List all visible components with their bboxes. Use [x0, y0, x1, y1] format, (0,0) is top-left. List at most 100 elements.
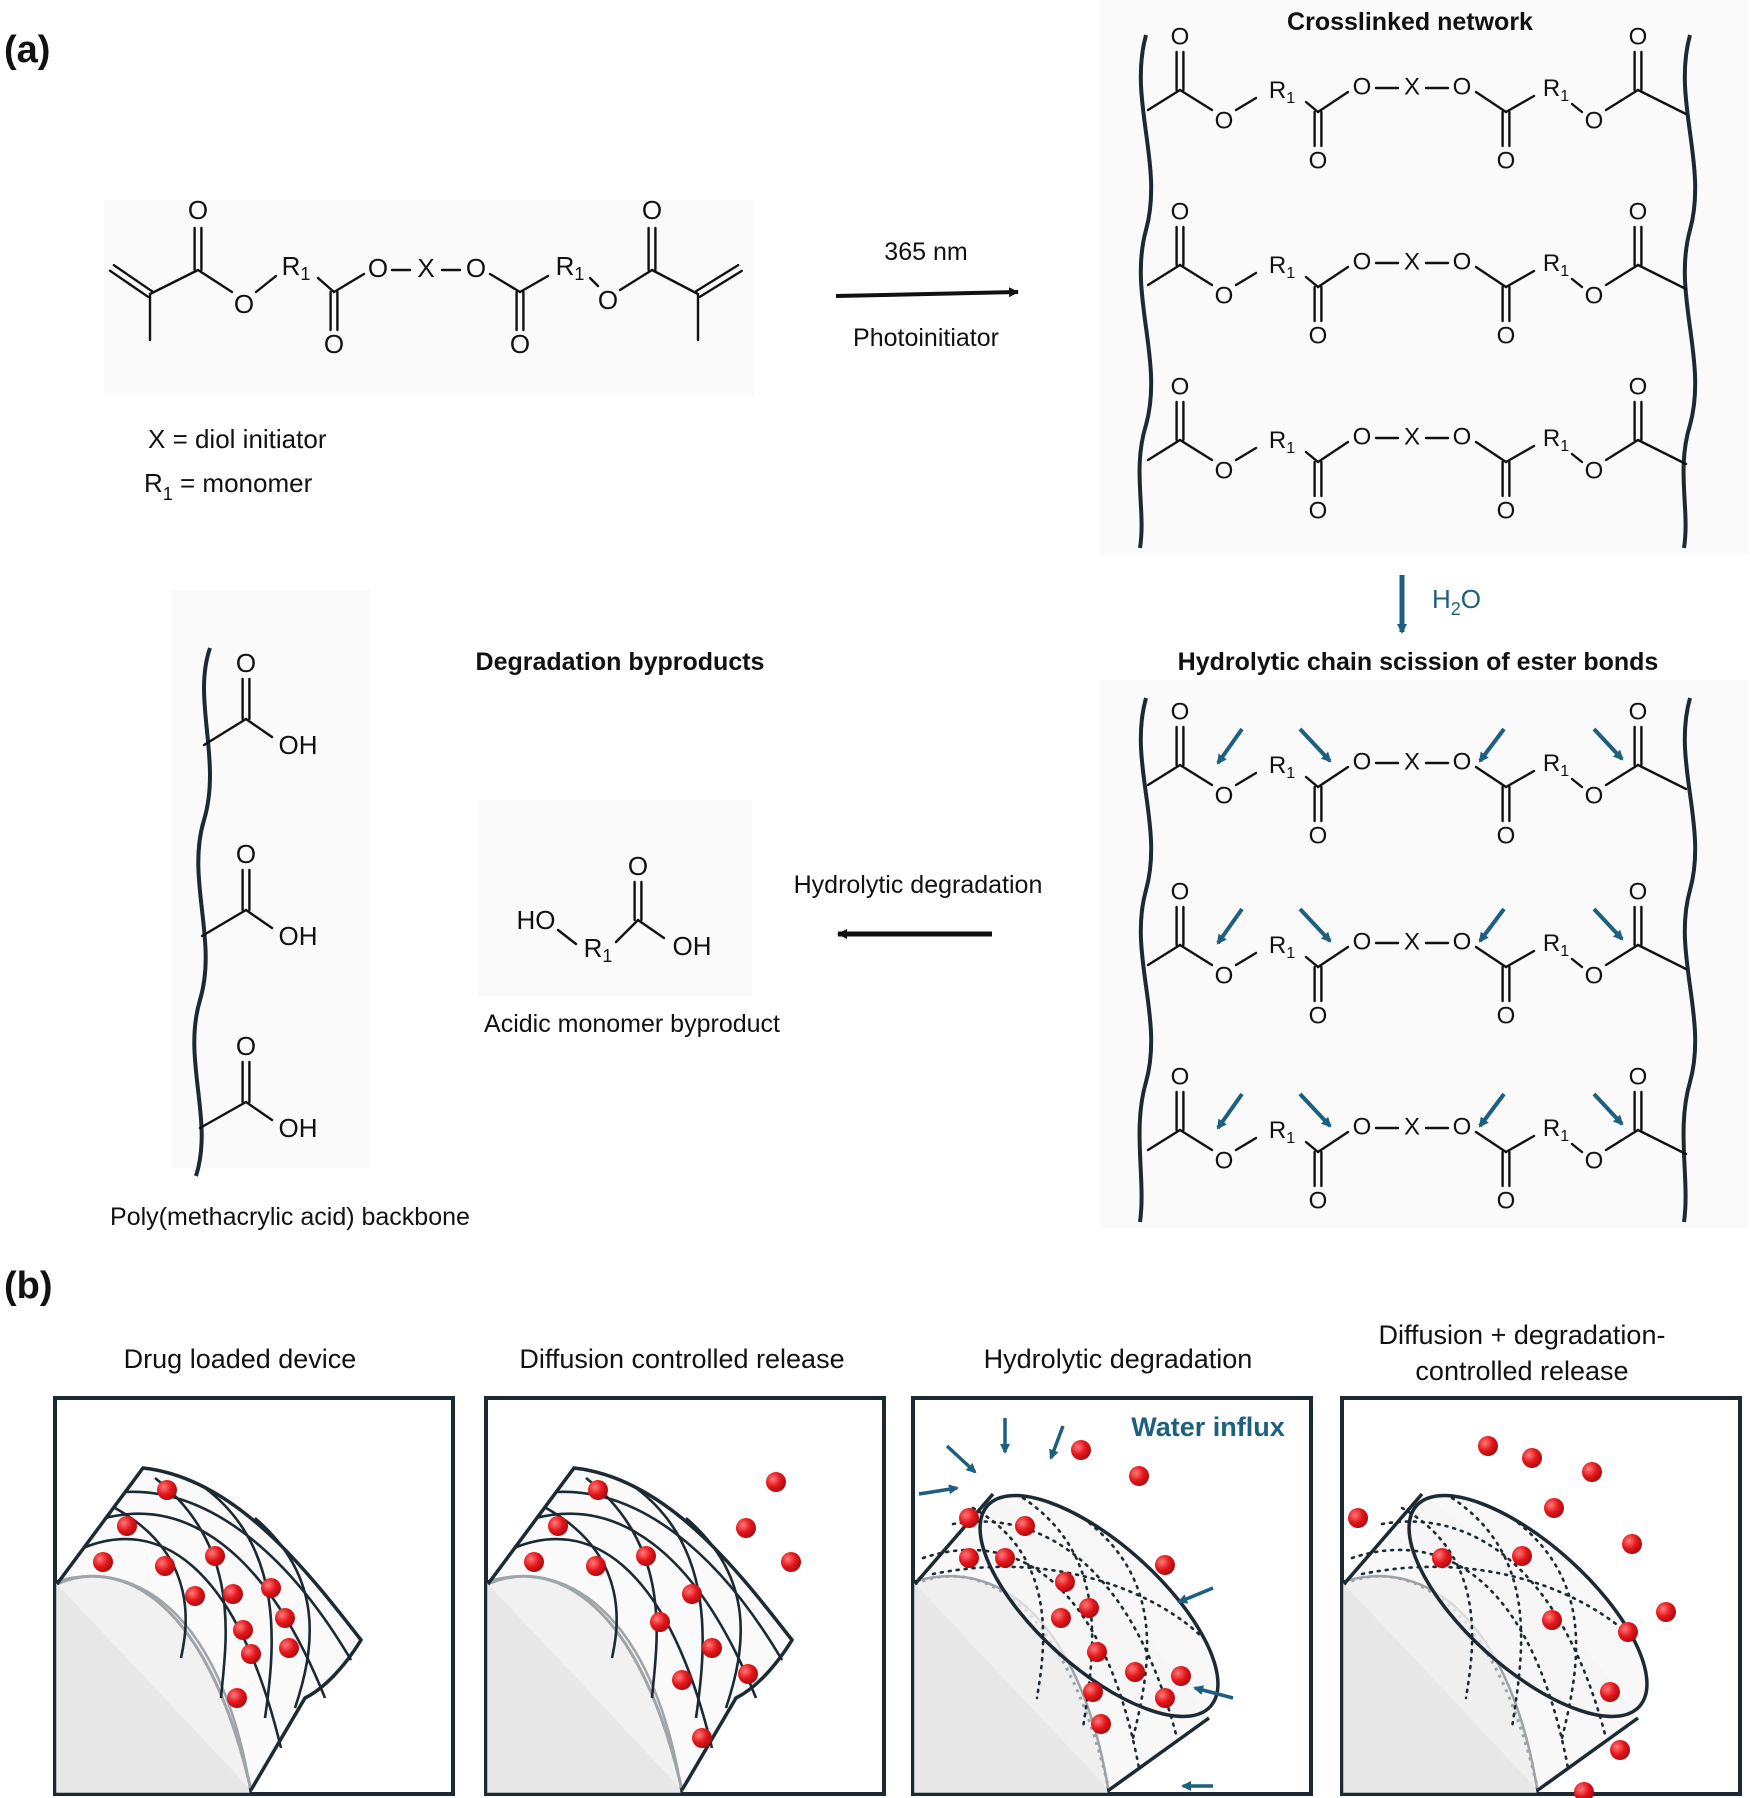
degrading-mesh-fiber — [1081, 1516, 1149, 1740]
oxygen-label: O — [1353, 748, 1372, 775]
drug-particle — [261, 1578, 281, 1598]
ester-bond — [1178, 88, 1214, 112]
oxygen-label: O — [1215, 1147, 1234, 1174]
backbone-bond — [1146, 1128, 1182, 1152]
oxygen-label: O — [1453, 928, 1472, 955]
bond — [488, 272, 522, 294]
drug-particle — [1600, 1682, 1620, 1702]
oxygen-label: O — [1215, 782, 1234, 809]
bond — [1570, 102, 1584, 114]
oxygen-label: O — [236, 839, 256, 869]
x-label: X — [1404, 73, 1420, 100]
device-edge — [1342, 1492, 1424, 1586]
panel-title-1: Drug loaded device — [124, 1344, 357, 1374]
hydrolysis-backbone-right — [1681, 697, 1698, 1223]
mesh-fiber — [114, 1506, 187, 1659]
water-attack-arrow — [1216, 907, 1244, 945]
bond — [254, 274, 278, 294]
backbone-background — [172, 590, 370, 1168]
drug-particle — [959, 1548, 979, 1568]
mesh-fiber — [555, 1490, 784, 1661]
x-label: X — [1404, 928, 1420, 955]
oxygen-label: O — [1353, 928, 1372, 955]
oxygen-label: O — [1585, 962, 1604, 989]
ester-bond — [1234, 951, 1258, 967]
device-edge — [1107, 1716, 1211, 1792]
ester-bond — [1604, 943, 1640, 967]
release-panel-2 — [484, 1396, 886, 1796]
water-attack-arrow — [1478, 1092, 1506, 1128]
water-attack-arrow — [1478, 907, 1506, 943]
oxygen-label: O — [1629, 23, 1648, 50]
bond — [1316, 440, 1350, 464]
ester-bond — [1178, 438, 1214, 462]
bond — [1316, 945, 1350, 969]
bond — [1570, 277, 1584, 289]
drug-particle — [1155, 1688, 1175, 1708]
water-attack-arrow — [1592, 907, 1624, 941]
panel-title-4-line2: controlled release — [1415, 1356, 1628, 1386]
ester-bond — [1604, 438, 1640, 462]
ester-bond — [1604, 263, 1640, 287]
drug-particle — [157, 1480, 177, 1500]
oxygen-label: O — [1585, 1147, 1604, 1174]
bond — [1316, 265, 1350, 289]
bond — [1504, 444, 1536, 464]
drug-particle — [1091, 1714, 1111, 1734]
degrading-mesh-fiber — [1350, 1548, 1570, 1770]
hydroxyl-label: OH — [279, 921, 318, 951]
oxygen-label: O — [466, 253, 486, 283]
backbone-bond — [1636, 763, 1688, 791]
drug-particle — [275, 1608, 295, 1628]
drug-particle — [1522, 1448, 1542, 1468]
oxygen-label: O — [1353, 423, 1372, 450]
drug-particle — [117, 1516, 137, 1536]
r1-label: R1 — [584, 933, 613, 966]
acidic-monomer-background — [478, 800, 752, 996]
ester-bond — [1234, 446, 1258, 462]
drug-particle — [588, 1480, 608, 1500]
r1-label: R1 — [282, 251, 311, 284]
drug-particle — [1574, 1782, 1594, 1798]
legend-r-line: R1 = monomer — [144, 468, 313, 504]
oxygen-label: O — [1353, 248, 1372, 275]
degrading-mesh-fiber — [921, 1548, 1141, 1770]
bond — [614, 918, 640, 944]
drug-particle — [1079, 1598, 1099, 1618]
oxygen-label: O — [1215, 107, 1234, 134]
vinyl-double-bond — [108, 269, 150, 299]
ester-bond — [1178, 1128, 1214, 1152]
mesh-fiber — [204, 1486, 273, 1719]
drug-particle — [1055, 1572, 1075, 1592]
oxygen-label: O — [1171, 373, 1190, 400]
ester-bond — [1234, 271, 1258, 287]
bond — [1316, 765, 1350, 789]
vinyl-double-bond — [695, 263, 740, 293]
oxygen-label: O — [1629, 198, 1648, 225]
bond — [1570, 777, 1584, 789]
oxygen-label: O — [1497, 497, 1516, 524]
oxygen-label: O — [1353, 73, 1372, 100]
drug-particle — [636, 1546, 656, 1566]
drug-particle — [1129, 1466, 1149, 1486]
oxygen-label: O — [1215, 457, 1234, 484]
oxygen-label: O — [1497, 1187, 1516, 1214]
device-opening — [1407, 1493, 1649, 1719]
arrow-wavelength-label: 365 nm — [884, 238, 967, 266]
oxygen-label: O — [236, 1031, 256, 1061]
bond — [332, 272, 366, 294]
water-attack-arrow — [1478, 727, 1506, 763]
device-edge — [1536, 1716, 1640, 1792]
oxygen-label: O — [1497, 1002, 1516, 1029]
r1-label: R1 — [1543, 75, 1569, 105]
water-attack-arrow — [1298, 1092, 1332, 1128]
oxygen-label: O — [368, 253, 388, 283]
hydroxyl-label: OH — [673, 931, 712, 961]
water-attack-arrow — [1216, 1092, 1244, 1130]
backbone-bond — [1146, 88, 1182, 112]
oxygen-label: O — [1453, 423, 1472, 450]
hydroxyl-label: HO — [517, 905, 556, 935]
ester-bond — [1604, 88, 1640, 112]
